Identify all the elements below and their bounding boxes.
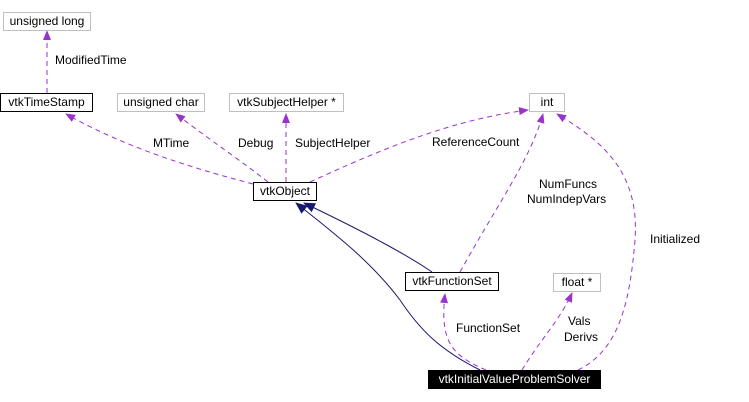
label-mtime: MTime [153, 136, 190, 150]
node-int[interactable]: int [529, 93, 565, 112]
label-debug: Debug [238, 136, 274, 150]
node-vtk-time-stamp[interactable]: vtkTimeStamp [0, 93, 93, 112]
node-float-ptr[interactable]: float * [553, 273, 601, 292]
edge-reference-count [309, 107, 529, 183]
label-derivs: Derivs [564, 330, 599, 344]
label-num-funcs: NumFuncs [539, 177, 598, 191]
node-unsigned-long[interactable]: unsigned long [3, 12, 91, 31]
node-vtk-initial-value-problem-solver[interactable]: vtkInitialValueProblemSolver [428, 370, 601, 389]
edge-inherit-functionset [303, 202, 433, 273]
node-vtk-object[interactable]: vtkObject [253, 182, 317, 201]
label-vals: Vals [568, 314, 591, 328]
label-reference-count: ReferenceCount [432, 135, 520, 149]
label-num-indep-vars: NumIndepVars [527, 192, 607, 206]
label-initialized: Initialized [650, 232, 701, 246]
label-function-set: FunctionSet [456, 321, 521, 335]
label-subject-helper: SubjectHelper [295, 136, 371, 150]
edge-inherit-solver [295, 202, 481, 371]
edge-mtime [65, 113, 254, 185]
edge-vals-derivs [521, 292, 573, 371]
node-vtk-subject-helper[interactable]: vtkSubjectHelper * [229, 93, 344, 112]
node-vtk-function-set[interactable]: vtkFunctionSet [405, 272, 499, 291]
label-modified-time: ModifiedTime [55, 53, 127, 67]
edge-num-funcs [459, 113, 545, 273]
node-unsigned-char[interactable]: unsigned char [117, 93, 205, 112]
edge-initialized [556, 113, 636, 371]
edge-debug [175, 113, 269, 183]
edge-function-set [440, 293, 487, 371]
